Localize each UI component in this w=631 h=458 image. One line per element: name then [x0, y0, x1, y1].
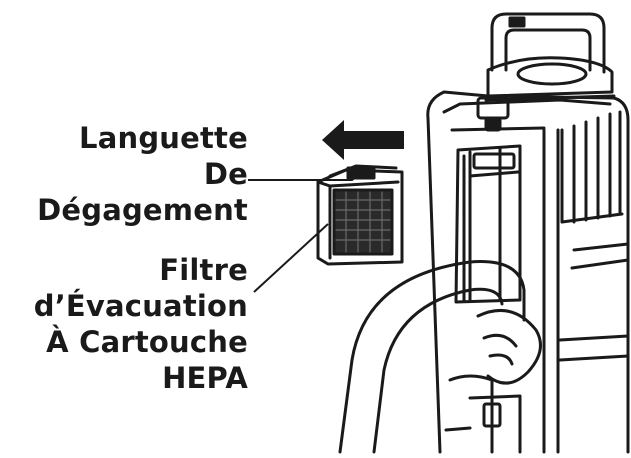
exhaust-filter-line-2: d’Évacuation: [33, 289, 248, 323]
vent-grille: [560, 110, 624, 224]
release-tab-leader-line: [248, 173, 361, 181]
release-tab-line-3: Dégagement: [37, 193, 248, 227]
flexible-hose: [338, 260, 526, 454]
exhaust-filter-line-1: Filtre: [159, 253, 248, 287]
exhaust-filter-label: Filtre d’Évacuation À Cartouche HEPA: [34, 252, 248, 396]
release-tab-line-2: De: [203, 157, 248, 191]
vacuum-body: [426, 90, 630, 454]
release-tab-line-1: Languette: [79, 121, 248, 155]
hepa-filter-cartridge: [316, 164, 404, 266]
removal-arrow-icon: [322, 120, 404, 160]
vacuum-handle: [490, 12, 606, 74]
release-tab-label: Languette De Dégagement: [37, 120, 248, 228]
vacuum-top-cap: [486, 56, 614, 98]
exhaust-filter-line-3: À Cartouche: [46, 325, 248, 359]
filter-leader-line: [253, 223, 329, 293]
exhaust-filter-line-4: HEPA: [162, 361, 248, 395]
